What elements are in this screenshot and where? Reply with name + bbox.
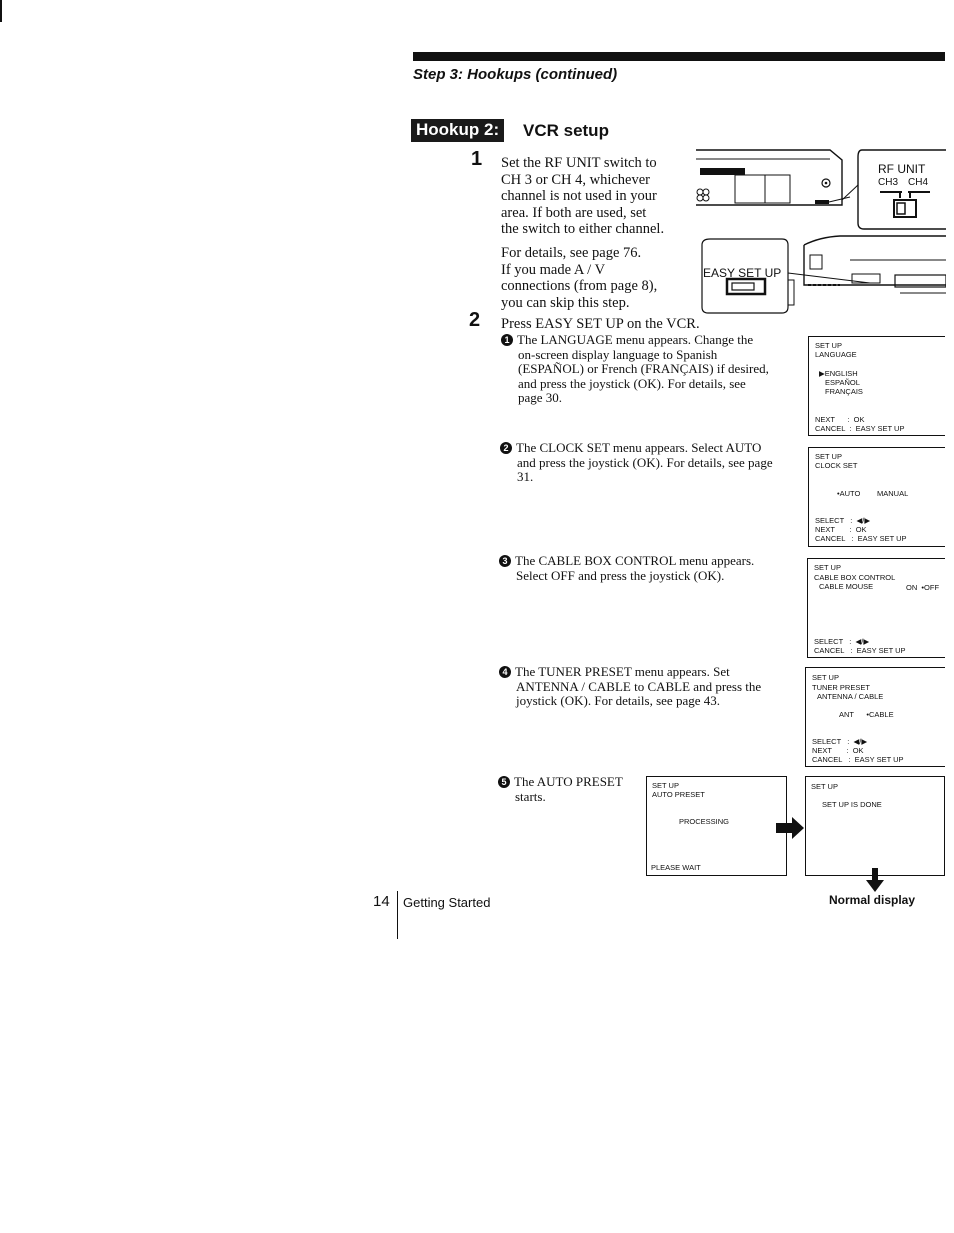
osd-footer: NEXT : OK (815, 415, 865, 424)
circled-number-2: 2 (500, 442, 512, 454)
step-2-intro: Press EASY SET UP on the VCR. (501, 316, 700, 332)
substep-line: on-screen display language to Spanish (518, 346, 718, 362)
normal-display-label: Normal display (829, 893, 916, 907)
details-line: If you made A / V (501, 261, 606, 278)
substep-line: The CABLE BOX CONTROL menu appears. (515, 553, 755, 568)
osd-option: ESPAÑOL (825, 378, 860, 387)
osd-footer: CANCEL : EASY SET UP (812, 755, 904, 764)
osd-clock-screen: SET UP CLOCK SET •AUTO MANUAL SELECT : ◀… (808, 447, 945, 547)
ch3-label: CH3 (878, 177, 899, 188)
substep-4: 4 The TUNER PRESET menu appears. Set ANTE… (499, 664, 789, 709)
osd-row-label: CABLE MOUSE (819, 582, 874, 591)
osd-footer: NEXT : OK (812, 746, 864, 755)
osd-title: SET UP (811, 782, 838, 791)
osd-auto-preset-screen: SET UP AUTO PRESET PROCESSING PLEASE WAI… (646, 776, 787, 876)
step-1-line: Set the RF UNIT switch to (501, 155, 657, 171)
step-1-line: channel is not used in your (501, 188, 657, 204)
osd-footer: SELECT : ◀/▶ (814, 637, 870, 646)
substep-line: ANTENNA / CABLE to CABLE and press the (516, 678, 762, 694)
section-heading: Step 3: Hookups (continued) (413, 66, 618, 83)
osd-title: SET UP (815, 452, 842, 461)
vcr-illustration (696, 149, 946, 314)
substep-line: The TUNER PRESET menu appears. Set (515, 664, 730, 679)
page-number: 14 (373, 893, 390, 910)
step-1-number: 1 (471, 148, 483, 170)
circled-number-4: 4 (499, 666, 511, 678)
substep-line: joystick (OK). For details, see page 43. (516, 693, 720, 708)
osd-message: SET UP IS DONE (822, 800, 882, 809)
osd-subtitle: LANGUAGE (815, 350, 857, 359)
hookup-badge: Hookup 2: (411, 119, 505, 142)
substep-line: and press the joystick (OK). For details… (518, 375, 746, 391)
circled-number-3: 3 (499, 555, 511, 567)
osd-footer: SELECT : ◀/▶ (815, 516, 871, 525)
osd-subtitle: ANTENNA / CABLE (817, 692, 884, 701)
substep-2: 2 The CLOCK SET menu appears. Select AUTO… (500, 440, 800, 485)
details-line: connections (from page 8), (501, 278, 658, 294)
step-1-details: For details, see page 76. If you made A … (501, 245, 691, 311)
footer-section: Getting Started (403, 895, 491, 910)
osd-title: SET UP (814, 563, 841, 572)
osd-subtitle: CABLE BOX CONTROL (814, 573, 896, 582)
osd-row-value: ON •OFF (906, 583, 940, 592)
osd-footer: NEXT : OK (815, 525, 867, 534)
substep-line: page 30. (518, 390, 563, 405)
hookup-title: VCR setup (523, 121, 609, 140)
easy-setup-label: EASY SET UP (703, 266, 782, 280)
osd-option: FRANÇAIS (825, 387, 863, 396)
osd-done-screen: SET UP SET UP IS DONE (805, 776, 945, 876)
substep-1: 1 The LANGUAGE menu appears. Change the o… (501, 332, 791, 406)
substep-line: The LANGUAGE menu appears. Change the (517, 332, 754, 347)
osd-title: SET UP (652, 781, 679, 790)
osd-footer: SELECT : ◀/▶ (812, 737, 868, 746)
substep-line: 31. (517, 469, 534, 484)
substep-line: and press the joystick (OK). For details… (517, 454, 773, 470)
substep-line: Select OFF and press the joystick (OK). (516, 567, 725, 583)
substep-3: 3 The CABLE BOX CONTROL menu appears. Sel… (499, 553, 789, 583)
footer-divider (397, 891, 398, 939)
arrow-right-icon (776, 817, 804, 839)
osd-option: ▶ENGLISH (819, 369, 858, 378)
osd-title: SET UP (815, 341, 842, 350)
substep-line: starts. (515, 788, 546, 804)
osd-footer: CANCEL : EASY SET UP (814, 646, 906, 655)
osd-subtitle: AUTO PRESET (652, 790, 705, 799)
osd-footer: CANCEL : EASY SET UP (815, 424, 905, 433)
osd-wait: PLEASE WAIT (651, 863, 701, 872)
step-1-line: the switch to either channel. (501, 221, 665, 237)
substep-line: The AUTO PRESET (514, 774, 623, 789)
osd-options: •AUTO MANUAL (837, 489, 909, 498)
osd-status: PROCESSING (679, 817, 730, 826)
step-2-number: 2 (469, 309, 481, 331)
arrow-down-icon (866, 868, 884, 892)
substep-5: 5 The AUTO PRESET starts. (498, 774, 638, 804)
step-1-line: CH 3 or CH 4, whichever (501, 171, 651, 188)
osd-subtitle: CLOCK SET (815, 461, 858, 470)
step-1-line: area. If both are used, set (501, 204, 647, 221)
circled-number-5: 5 (498, 776, 510, 788)
osd-title: SET UP (812, 673, 839, 682)
circled-number-1: 1 (501, 334, 513, 346)
details-line: you can skip this step. (501, 294, 630, 311)
substep-line: (ESPAÑOL) or French (FRANÇAIS) if desire… (518, 361, 769, 376)
step-1-text: Set the RF UNIT switch to CH 3 or CH 4, … (501, 155, 691, 238)
substep-line: The CLOCK SET menu appears. Select AUTO (516, 440, 762, 455)
details-line: For details, see page 76. (501, 245, 642, 261)
osd-options: ANT •CABLE (839, 710, 894, 719)
osd-tuner-screen: SET UP TUNER PRESET ANTENNA / CABLE ANT … (805, 667, 945, 767)
rf-unit-label: RF UNIT (878, 162, 926, 176)
osd-footer: CANCEL : EASY SET UP (815, 534, 907, 543)
edge-mark (0, 0, 2, 22)
osd-language-screen: SET UP LANGUAGE ▶ENGLISH ESPAÑOL FRANÇAI… (808, 336, 945, 436)
header-rule (413, 52, 945, 61)
osd-cable-screen: SET UP CABLE BOX CONTROL CABLE MOUSE ON … (807, 558, 945, 658)
ch4-label: CH4 (908, 177, 929, 188)
osd-subtitle: TUNER PRESET (812, 683, 870, 692)
